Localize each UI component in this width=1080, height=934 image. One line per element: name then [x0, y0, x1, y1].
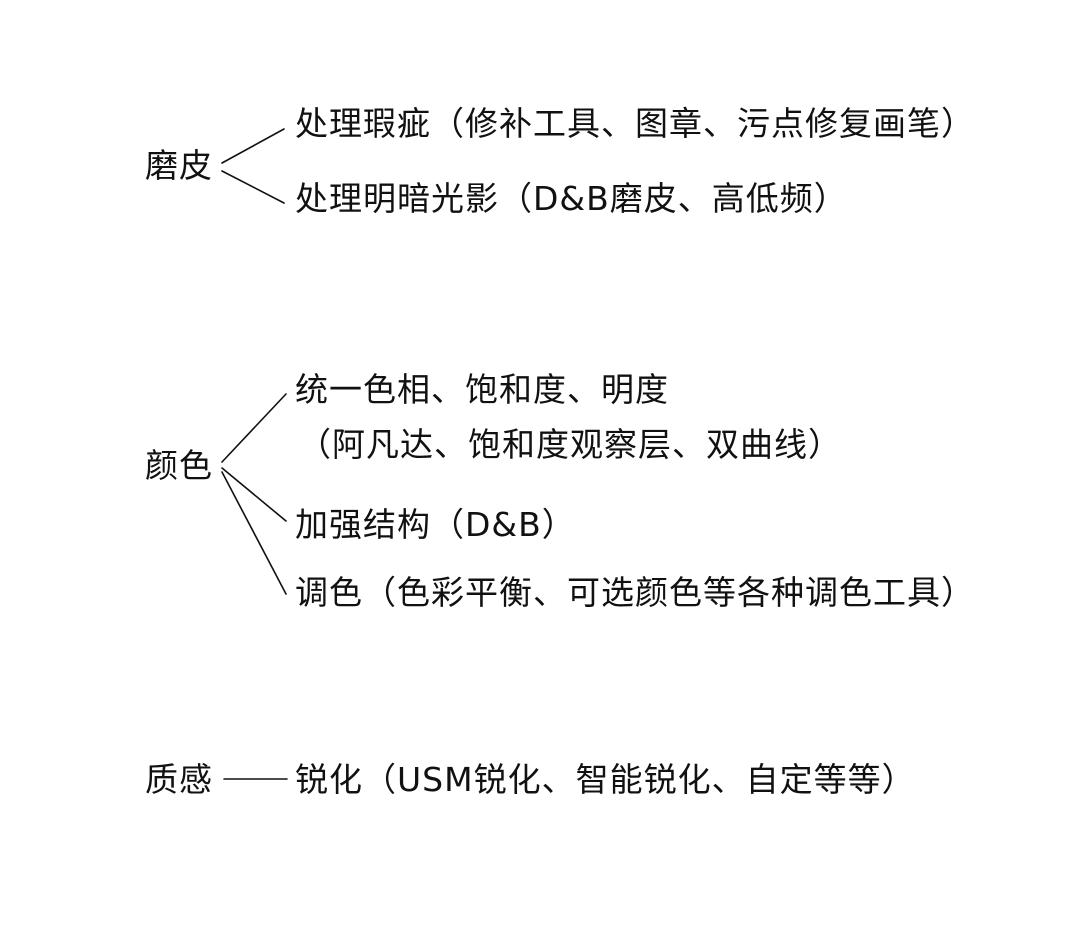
- item-structure: 加强结构（D&B）: [295, 505, 576, 544]
- item-color-grading: 调色（色彩平衡、可选颜色等各种调色工具）: [295, 573, 975, 612]
- item-light-shadow: 处理明暗光影（D&B磨皮、高低频）: [295, 179, 848, 218]
- group-label-zhigan: 质感: [145, 760, 213, 799]
- group-label-mopi: 磨皮: [145, 146, 213, 185]
- connector-mopi-2: [221, 170, 285, 204]
- item-blemish-fix: 处理瑕疵（修补工具、图章、污点修复画笔）: [295, 104, 975, 143]
- connector-mopi-1: [221, 128, 285, 164]
- connector-yanse-3: [221, 471, 287, 595]
- connector-yanse-1: [221, 393, 287, 463]
- item-hue-saturation-tools: （阿凡达、饱和度观察层、双曲线）: [298, 425, 842, 464]
- item-hue-saturation: 统一色相、饱和度、明度: [295, 370, 669, 409]
- item-sharpen: 锐化（USM锐化、智能锐化、自定等等）: [295, 760, 916, 799]
- connector-yanse-2: [221, 467, 287, 522]
- group-label-yanse: 颜色: [145, 446, 213, 485]
